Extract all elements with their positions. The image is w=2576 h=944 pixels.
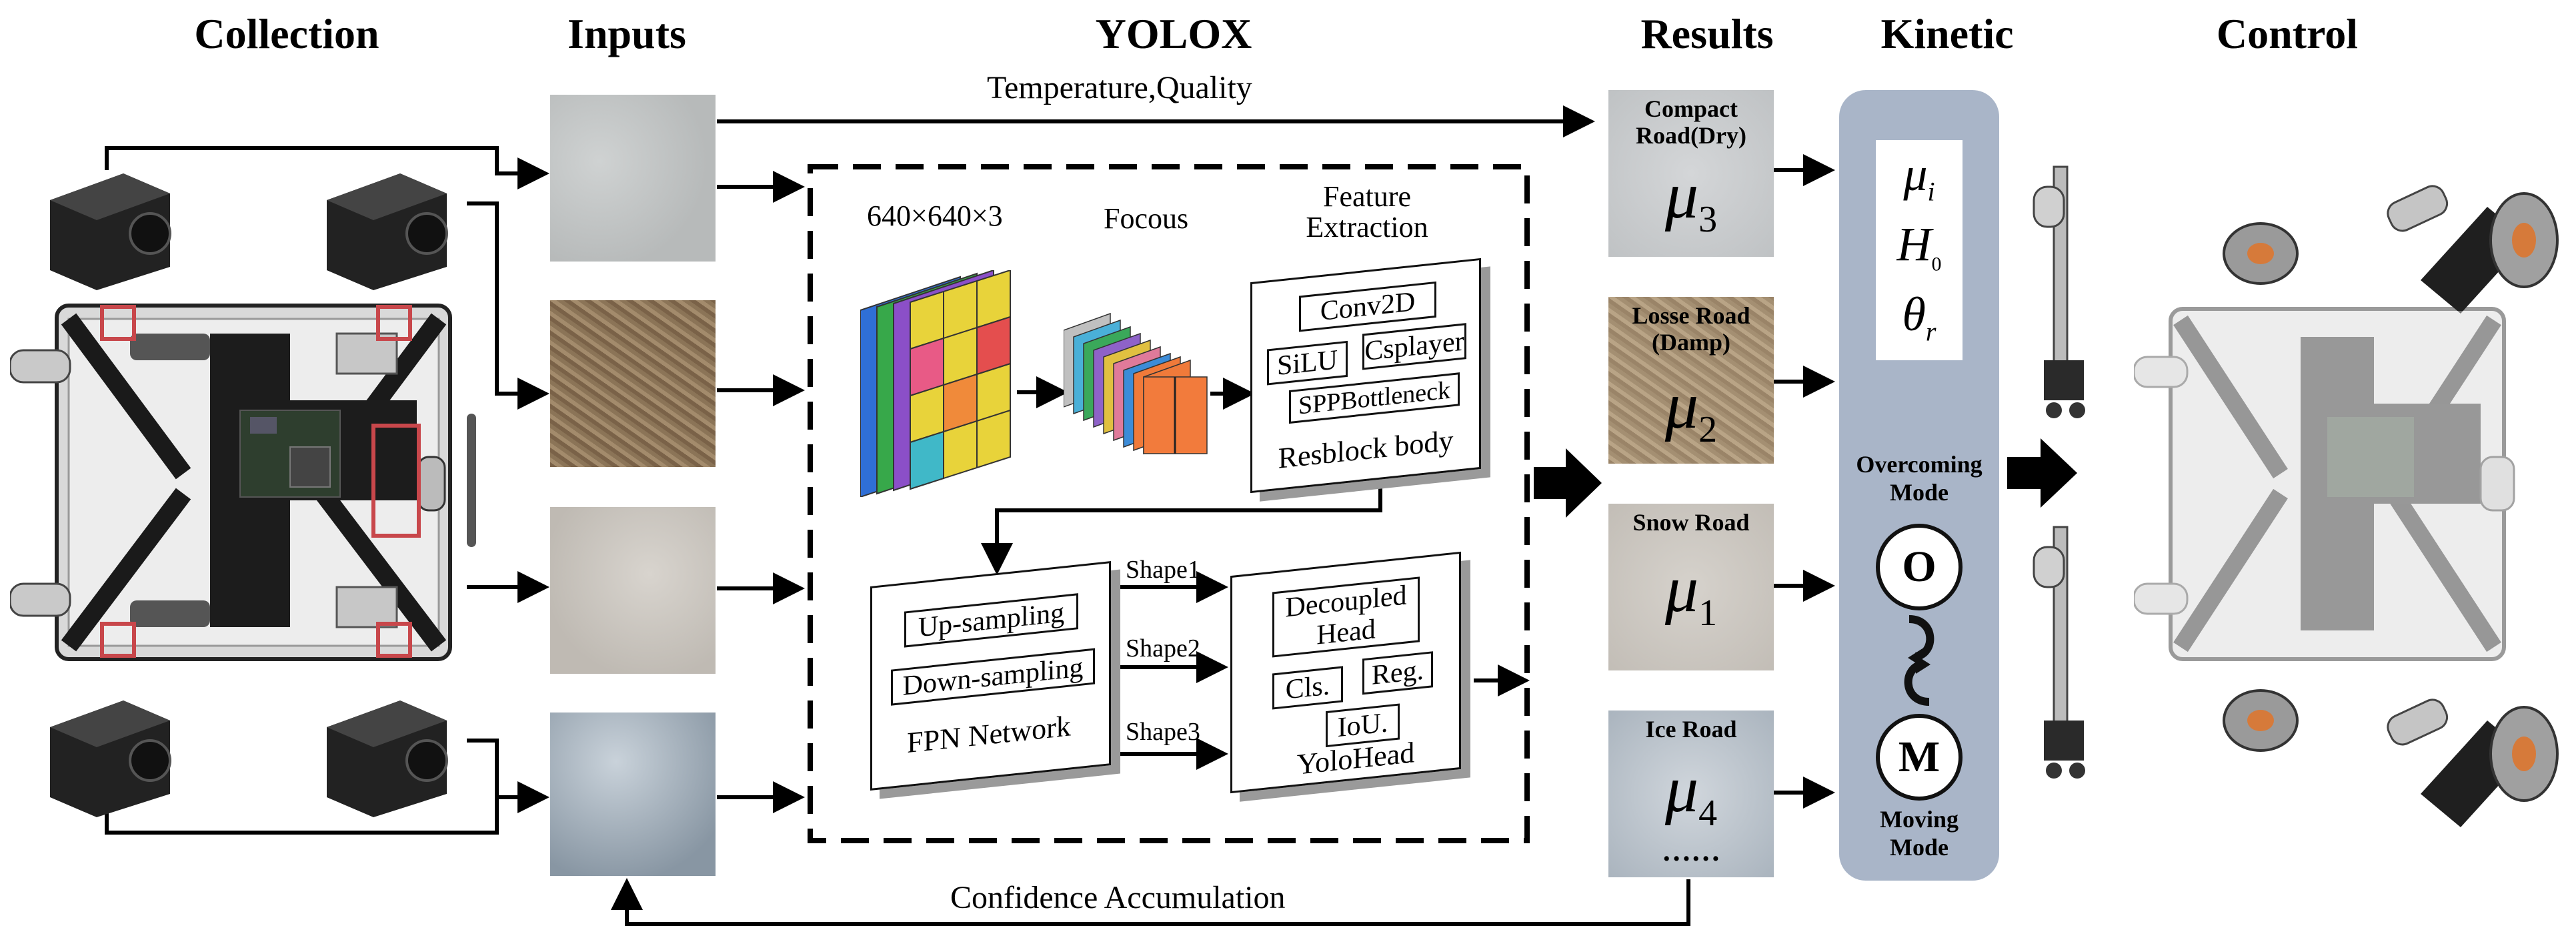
downsampling-box: Down-sampling [891,648,1095,706]
link-confidence [611,878,1690,926]
param-mu-sub: i [1927,176,1935,207]
fat-arrow-yolo-results [1534,448,1602,518]
result-losse-road: Losse Road (Damp) μ2 [1608,297,1774,464]
kinetic-params-box: μi H0 θr [1876,140,1963,360]
robot-chassis-graphic [9,304,476,661]
mecanum-wheel-bottom [2221,680,2301,761]
reg-box: Reg. [1362,651,1433,695]
link-cam-tl [105,146,549,189]
param-mu: μi [1876,147,1963,207]
input-snow-road-image [550,507,716,674]
feature-extraction-label: Feature Extraction [1306,180,1428,244]
upsampling-box: Up-sampling [904,593,1078,648]
fpn-caption: FPN Network [907,709,1071,760]
param-theta: θr [1876,287,1963,347]
result-title: Losse Road (Damp) [1632,302,1750,356]
link-cam-bl [105,797,499,835]
leg-mechanism-bottom [2027,520,2107,787]
header-kinetic: Kinetic [1880,10,2014,57]
input-ice-road-image [550,713,716,876]
csplayer-box: Csplayer [1362,323,1466,370]
link-cam-tr [467,201,549,410]
header-results: Results [1640,10,1774,57]
link-backbone-fpn [981,477,1382,575]
camera-top-left [43,167,177,294]
robot-topview [9,300,477,664]
focus-slices [1063,310,1214,457]
focus-label: Focous [1104,202,1189,235]
conv2d-box: Conv2D [1299,281,1436,332]
temperature-quality-label: Temperature,Quality [987,70,1252,105]
kinetic-panel: μi H0 θr Overcoming Mode O M Moving Mode [1839,90,1999,881]
param-h: H0 [1876,217,1963,276]
leg-mechanism-top [2027,160,2107,427]
backbone-box: Conv2D SiLU Csplayer SPPBottleneck Resbl… [1250,258,1481,494]
result-mu-index: 3 [1698,199,1718,240]
result-ice-road: Ice Road μ4 …… [1608,711,1774,877]
shape3-label: Shape3 [1126,718,1200,746]
result-mu-index: 2 [1698,409,1718,450]
result-mu-index: 4 [1698,793,1718,834]
result-compact-road: Compact Road(Dry) μ3 [1608,90,1774,257]
yolohead-box: Decoupled Head Cls. Reg. IoU. YoloHead [1230,551,1461,794]
header-control: Control [2216,10,2359,57]
moving-mode-label: Moving Mode [1879,806,1959,861]
param-theta-sub: r [1925,316,1937,347]
param-theta-symbol: θ [1902,288,1926,341]
input-dry-road-image [550,95,716,262]
result-mu: μ4 [1664,752,1718,834]
header-yolox: YOLOX [1095,10,1252,57]
link-cam-br [467,739,549,813]
input-tensor-stack [860,269,1020,498]
result-title: Compact Road(Dry) [1636,95,1746,149]
result-mu: μ3 [1664,158,1718,240]
silu-box: SiLU [1267,340,1348,386]
camera-top-right [320,167,453,294]
result-title: Ice Road [1645,716,1737,743]
wheel-leg-assembly-bottom [2374,680,2561,834]
camera-bottom-left [43,694,177,821]
overcoming-mode-o: O [1876,524,1963,610]
mode-switch-icon [1896,614,1943,707]
camera-bottom-right [320,694,453,821]
result-mu-index: 1 [1698,592,1718,634]
result-mu: μ1 [1664,552,1718,634]
confidence-accumulation-label: Confidence Accumulation [950,880,1286,915]
param-h-symbol: H [1896,217,1932,271]
header-collection: Collection [194,10,379,57]
resblock-caption: Resblock body [1278,424,1454,475]
input-size-label: 640×640×3 [867,199,1003,232]
param-h-sub: 0 [1931,253,1942,276]
header-inputs: Inputs [567,10,686,57]
result-title: Snow Road [1632,509,1750,536]
robot-topview-faded [2133,304,2534,664]
cls-box: Cls. [1272,666,1343,710]
result-mu: μ2 [1664,368,1718,450]
fpn-box: Up-sampling Down-sampling FPN Network [870,561,1111,791]
overcoming-mode-label: Overcoming Mode [1856,451,1983,506]
moving-mode-m: M [1876,714,1963,801]
result-snow-road: Snow Road μ1 [1608,504,1774,670]
results-more-ellipsis: …… [1662,835,1720,867]
yolox-frame [808,164,1530,843]
mecanum-wheel-top [2221,213,2301,294]
fat-arrow-kinetic-control [2007,438,2077,508]
input-soil-road-image [550,300,716,467]
shape2-label: Shape2 [1126,634,1200,662]
decoupled-head-box: Decoupled Head [1272,576,1420,658]
param-mu-symbol: μ [1903,147,1928,201]
shape1-label: Shape1 [1126,556,1200,584]
wheel-leg-assembly-top [2374,167,2561,320]
